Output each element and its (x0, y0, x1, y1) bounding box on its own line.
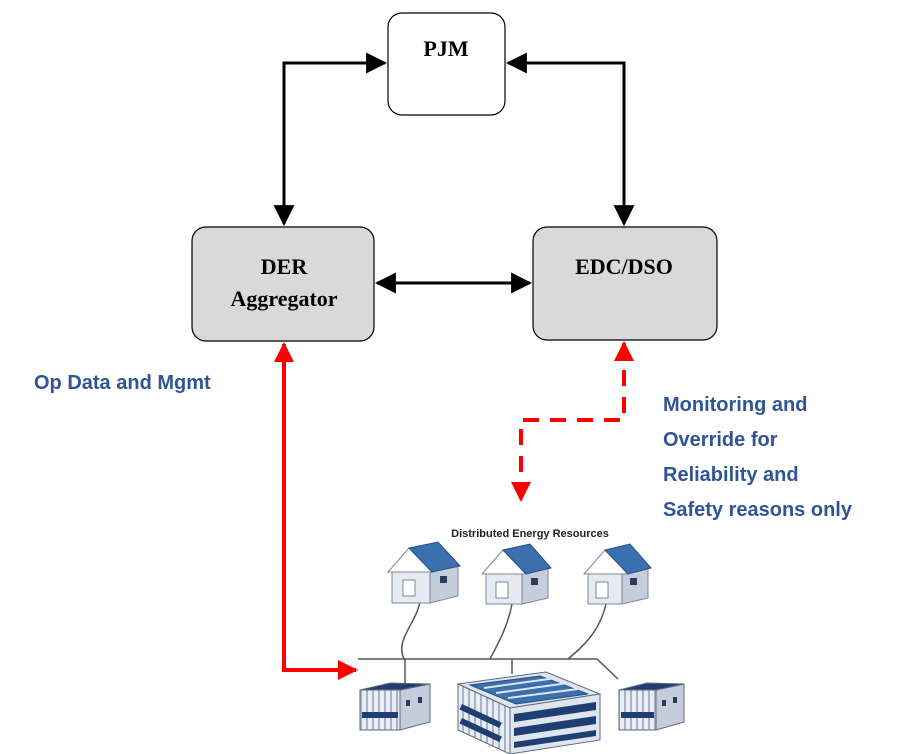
op-data-red-connector (274, 342, 358, 680)
distributed-energy-resources-illustration: Distributed Energy Resources (356, 528, 685, 754)
edc-dso-node: EDC/DSO (532, 226, 718, 341)
edc-dso-box (532, 226, 718, 341)
der-aggregator-label-line2: Aggregator (230, 286, 337, 311)
pjm-box (387, 12, 506, 116)
monitoring-annotation-line1: Monitoring and (663, 394, 807, 416)
feeder-wires (358, 601, 619, 683)
storage-unit-right (618, 682, 685, 731)
der-illustration-title: Distributed Energy Resources (451, 528, 609, 540)
house-2 (480, 543, 552, 605)
commercial-building (456, 671, 602, 754)
op-data-annotation: Op Data and Mgmt (34, 372, 211, 394)
monitoring-annotation-line2: Override for (663, 429, 778, 451)
edc-dso-label: EDC/DSO (575, 254, 673, 279)
monitoring-annotation-line4: Safety reasons only (663, 499, 853, 521)
monitoring-annotation-line3: Reliability and (663, 464, 799, 486)
pjm-der-aggregator-connector (273, 52, 388, 227)
der-aggregator-node: DER Aggregator (191, 226, 375, 342)
der-aggregator-box (191, 226, 375, 342)
house-1 (386, 541, 461, 604)
monitoring-annotation: Monitoring and Override for Reliability … (663, 394, 853, 521)
pjm-node: PJM (387, 12, 506, 116)
der-aggregator-label-line1: DER (261, 254, 309, 279)
pjm-edc-dso-connector (505, 52, 635, 227)
house-3 (582, 543, 652, 605)
pjm-label: PJM (423, 36, 468, 61)
storage-unit-left (359, 682, 431, 731)
monitoring-red-dashed-connector (511, 341, 634, 502)
